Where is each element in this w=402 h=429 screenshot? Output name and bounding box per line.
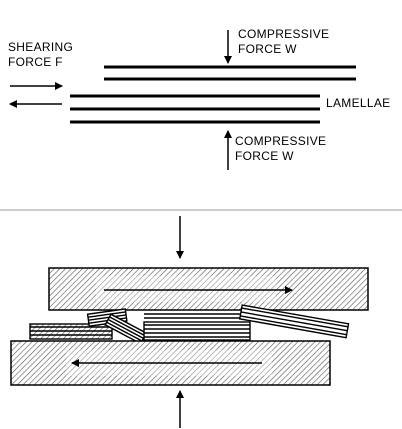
sheared-lamellae [29, 304, 350, 345]
shearing-force-label-line1: SHEARING [8, 40, 73, 54]
lamella-tilted-right [238, 304, 350, 339]
lamella-stack-center [143, 321, 251, 341]
lamella-tilted-center [104, 313, 148, 345]
compressive-force-bottom-line1: COMPRESSIVE [235, 134, 326, 148]
upper-hatched-block [48, 267, 369, 311]
shearing-force-label-line2: FORCE F [8, 55, 63, 69]
bottom-panel [10, 216, 369, 428]
compressive-force-bottom-line2: FORCE W [235, 149, 294, 163]
top-panel: SHEARING FORCE F COMPRESSIVE FORCE W LAM… [8, 27, 390, 170]
compressive-force-top-line1: COMPRESSIVE [238, 27, 329, 41]
compressive-force-top-line2: FORCE W [238, 42, 297, 56]
lamellae-label: LAMELLAE [326, 96, 390, 110]
lamellae-lines [70, 65, 356, 124]
upper-block-clear-band [96, 276, 276, 302]
